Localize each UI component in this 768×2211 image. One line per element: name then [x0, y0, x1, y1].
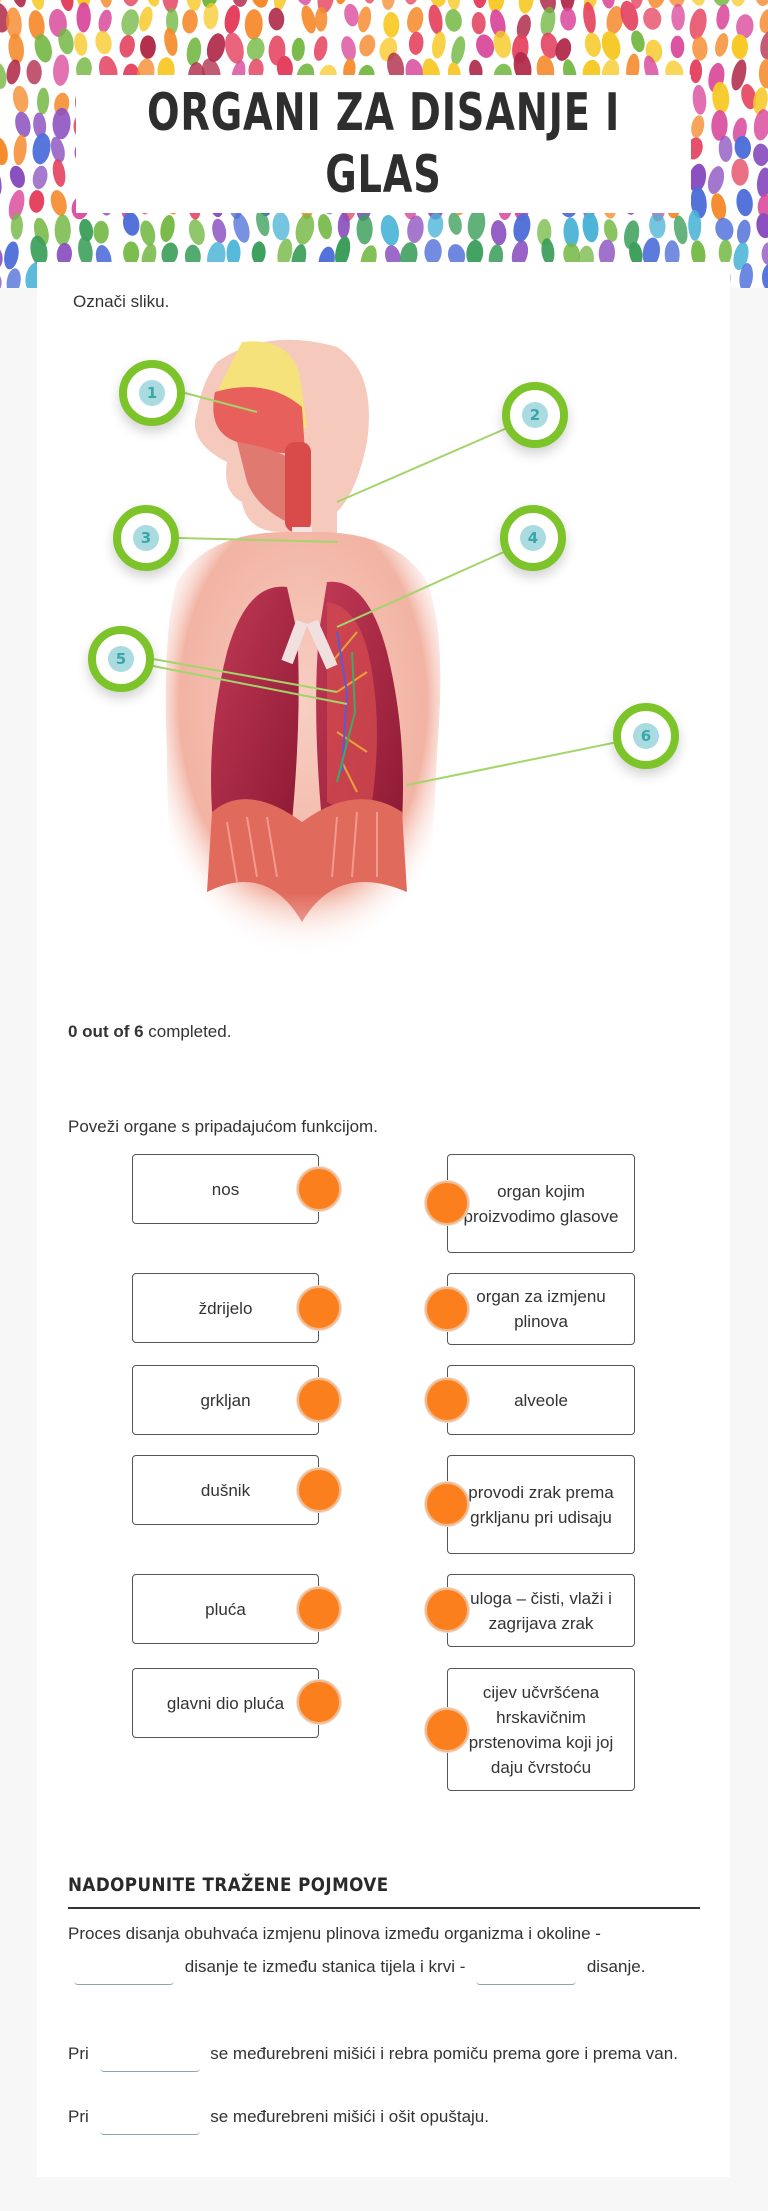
match-left-connector-5[interactable]	[297, 1587, 341, 1631]
fill-p1-text-a: Proces disanja obuhvaća izmjenu plinova …	[68, 1924, 601, 1943]
marker-number-3: 3	[133, 525, 159, 551]
match-right-item-5[interactable]: uloga – čisti, vlaži i zagrijava zrak	[447, 1574, 635, 1647]
fill-p1-text-b: disanje te između stanica tijela i krvi …	[184, 1957, 466, 1976]
blank-internal-breathing[interactable]	[476, 1963, 577, 1985]
fill-p1-text-c: disanje.	[586, 1957, 646, 1976]
label-marker-4[interactable]: 4	[500, 505, 566, 571]
match-left-connector-2[interactable]	[297, 1286, 341, 1330]
blank-inhalation[interactable]	[99, 2050, 200, 2072]
match-left-item-2[interactable]: ždrijelo	[132, 1273, 319, 1343]
match-left-connector-6[interactable]	[297, 1680, 341, 1724]
match-left-connector-1[interactable]	[297, 1167, 341, 1211]
fill-task-title: Nadopunite tražene pojmove	[68, 1874, 389, 1896]
fill-paragraph-2: Pri se međurebreni mišići i rebra pomiču…	[68, 2037, 708, 2072]
match-right-connector-6[interactable]	[425, 1708, 469, 1752]
label-marker-3[interactable]: 3	[113, 505, 179, 571]
match-task-instruction: Poveži organe s pripadajućom funkcijom.	[68, 1117, 378, 1136]
fill-p3-text-b: se međurebreni mišići i ošit opuštaju.	[210, 2107, 489, 2126]
match-right-item-6[interactable]: cijev učvršćena hrskavičnim prstenovima …	[447, 1668, 635, 1791]
match-right-item-3[interactable]: alveole	[447, 1365, 635, 1435]
page-title: Organi za disanje i glas	[146, 83, 621, 205]
fill-paragraph-3: Pri se međurebreni mišići i ošit opuštaj…	[68, 2100, 708, 2135]
label-marker-2[interactable]: 2	[502, 382, 568, 448]
worksheet-card: Označi sliku.	[37, 262, 730, 2177]
match-left-item-4[interactable]: dušnik	[132, 1455, 319, 1525]
match-right-connector-5[interactable]	[425, 1588, 469, 1632]
label-task-instruction: Označi sliku.	[73, 292, 170, 311]
match-left-item-3[interactable]: grkljan	[132, 1365, 319, 1435]
marker-number-6: 6	[633, 723, 659, 749]
match-right-item-1[interactable]: organ kojim proizvodimo glasove	[447, 1154, 635, 1253]
match-right-item-2[interactable]: organ za izmjenu plinova	[447, 1273, 635, 1345]
match-right-connector-3[interactable]	[425, 1378, 469, 1422]
marker-number-1: 1	[139, 380, 165, 406]
blank-exhalation[interactable]	[99, 2113, 200, 2135]
marker-number-2: 2	[522, 402, 548, 428]
match-right-item-4[interactable]: provodi zrak prema grkljanu pri udisaju	[447, 1455, 635, 1554]
label-marker-5[interactable]: 5	[88, 626, 154, 692]
match-left-connector-3[interactable]	[297, 1378, 341, 1422]
section-divider	[68, 1907, 700, 1909]
fill-p2-text-b: se međurebreni mišići i rebra pomiču pre…	[210, 2044, 678, 2063]
respiratory-system-illustration	[152, 339, 648, 992]
marker-number-4: 4	[520, 525, 546, 551]
marker-number-5: 5	[108, 646, 134, 672]
completion-count: 0 out of 6	[68, 1022, 144, 1041]
fill-p3-text-a: Pri	[68, 2107, 89, 2126]
match-left-item-5[interactable]: pluća	[132, 1574, 319, 1644]
respiratory-diagram: 1 2 3 4 5 6	[37, 332, 730, 992]
match-left-item-1[interactable]: nos	[132, 1154, 319, 1224]
header-banner: Organi za disanje i glas	[0, 0, 768, 288]
completion-suffix: completed.	[143, 1022, 232, 1041]
match-right-connector-1[interactable]	[425, 1181, 469, 1225]
completion-status: 0 out of 6 completed.	[68, 1022, 231, 1042]
match-left-item-6[interactable]: glavni dio pluća	[132, 1668, 319, 1738]
match-right-connector-2[interactable]	[425, 1287, 469, 1331]
match-right-connector-4[interactable]	[425, 1482, 469, 1526]
label-marker-1[interactable]: 1	[119, 360, 185, 426]
title-box: Organi za disanje i glas	[76, 75, 691, 213]
fill-paragraph-1: Proces disanja obuhvaća izmjenu plinova …	[68, 1917, 708, 1985]
match-left-connector-4[interactable]	[297, 1468, 341, 1512]
fill-p2-text-a: Pri	[68, 2044, 89, 2063]
label-marker-6[interactable]: 6	[613, 703, 679, 769]
blank-external-breathing[interactable]	[74, 1963, 174, 1985]
